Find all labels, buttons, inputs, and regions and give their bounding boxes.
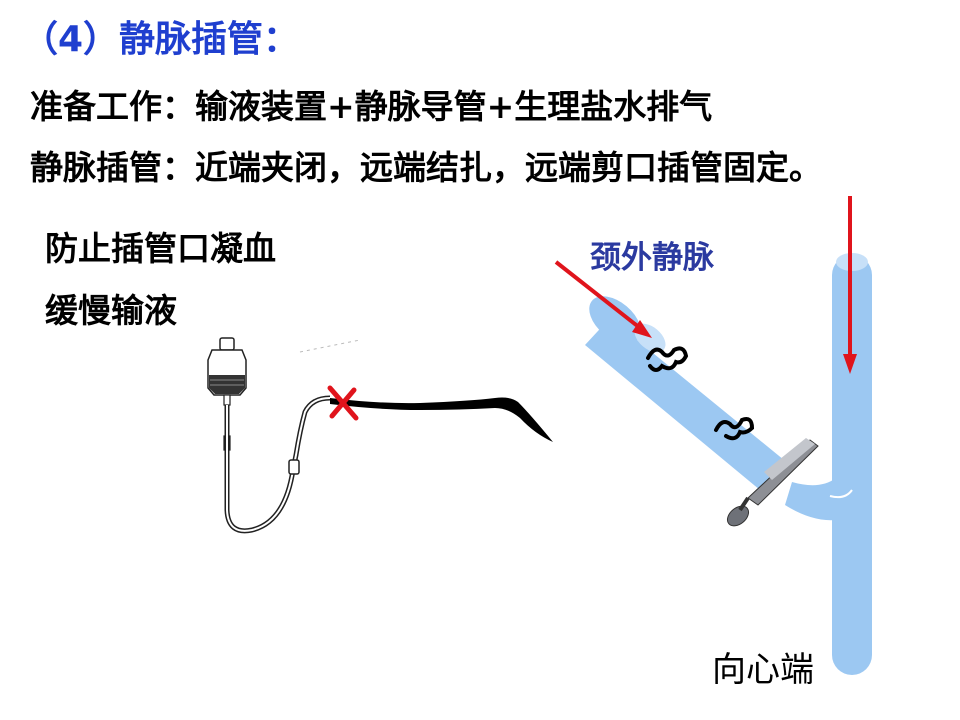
flow-regulator [288, 459, 300, 475]
slide-title: （4）静脉插管： [22, 19, 300, 60]
hemostat-clamp-icon [726, 438, 819, 527]
vein-junction [785, 478, 836, 521]
prevent-clotting-note: 防止插管口凝血 [45, 229, 276, 268]
red-arrow-down-icon [843, 196, 857, 374]
infusion-bag-icon [207, 337, 247, 406]
preparation-text: 准备工作：输液装置+静脉导管+生理盐水排气 [30, 87, 713, 126]
jugular-vein-label: 颈外静脉 [590, 240, 714, 276]
ligature-knot-icon [646, 346, 755, 441]
cannulation-steps-text: 静脉插管：近端夹闭，远端结扎，远端剪口插管固定。 [30, 148, 822, 187]
venous-catheter [330, 397, 553, 442]
toward-heart-label: 向心端 [712, 650, 814, 690]
jugular-branch [585, 296, 785, 490]
red-x-icon [327, 385, 359, 421]
slow-infusion-note: 缓慢输液 [45, 291, 177, 330]
red-arrow-icon [554, 260, 652, 338]
